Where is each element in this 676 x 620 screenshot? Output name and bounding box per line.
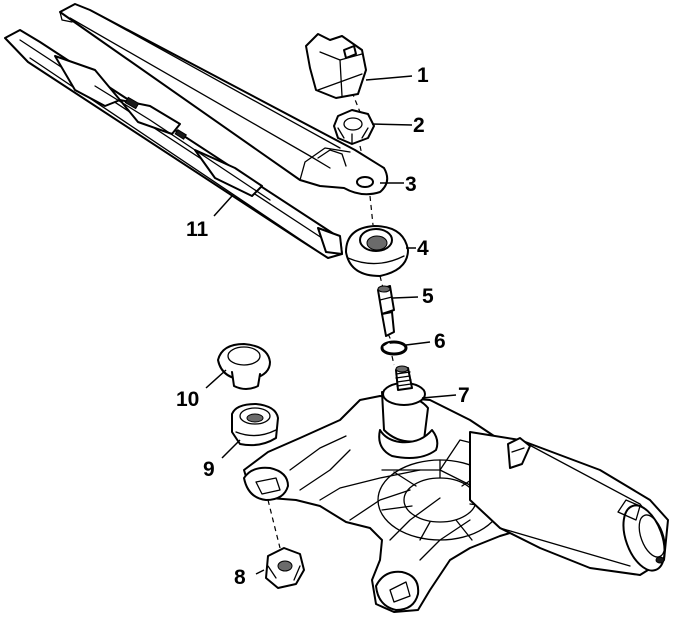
callout-1: 1: [417, 64, 429, 87]
callout-5: 5: [422, 285, 434, 308]
callout-11: 11: [186, 218, 209, 241]
callout-9: 9: [203, 458, 215, 481]
spindle-insert: [377, 285, 395, 337]
wiper-arm: [59, 3, 389, 196]
callout-4: 4: [417, 237, 429, 260]
mounting-nut: [265, 547, 305, 589]
wiper-blade: [4, 29, 343, 259]
callout-7: 7: [458, 384, 470, 407]
wiper-arm-nut-cap: [305, 33, 367, 99]
callout-10: 10: [176, 388, 199, 411]
callout-2: 2: [413, 114, 425, 137]
wiper-motor-spindle: [378, 365, 439, 459]
leader-lines: [205, 75, 457, 575]
rubber-grommet: [217, 343, 271, 390]
callout-6: 6: [434, 330, 446, 353]
callout-3: 3: [405, 173, 417, 196]
seal-cap: [345, 225, 409, 277]
rubber-bushing: [231, 403, 279, 447]
nut: [333, 109, 375, 145]
wiper-motor-assembly: [243, 365, 669, 613]
callout-labels: 1 2 3 4 5 6 7 8 9 10 11: [176, 64, 470, 589]
callout-8: 8: [234, 566, 246, 589]
retaining-ring: [380, 340, 408, 356]
